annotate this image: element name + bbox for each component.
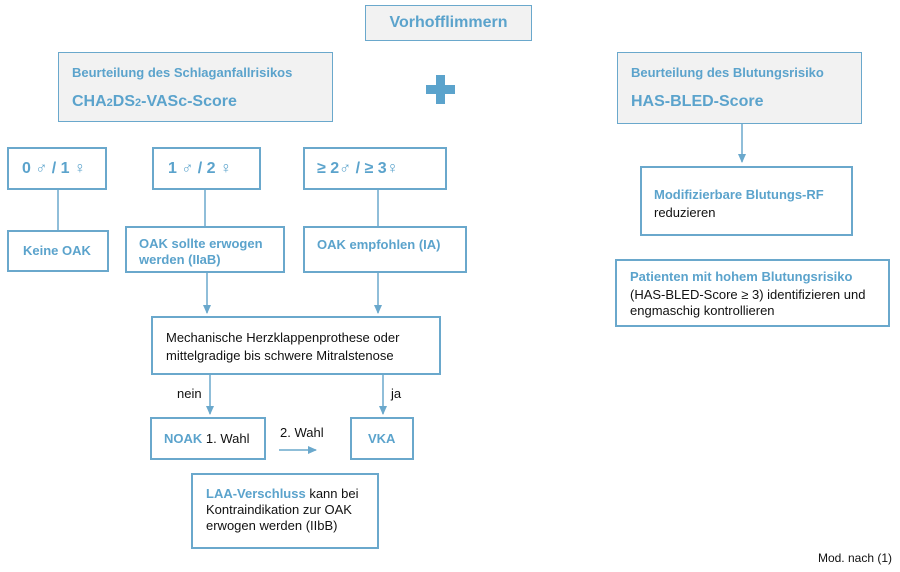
noak-bold: NOAK (164, 430, 203, 446)
plus-label: + (440, 80, 441, 81)
noak-text: NOAK 1. Wahl (164, 431, 250, 447)
laa-bold: LAA-Verschluss (206, 486, 306, 501)
cha2ds2-vasc-score: CHA2DS2-VASc-Score (72, 93, 237, 110)
vka-text: VKA (368, 430, 396, 446)
title-box: Vorhofflimmern (365, 5, 532, 41)
category-box-3: ≥ 2♂ / ≥ 3♀ (303, 147, 447, 190)
footnote: Mod. nach (1) (817, 551, 892, 565)
page-title: Vorhofflimmern (389, 14, 508, 31)
bleeding-risk-heading: Beurteilung des Blutungsrisiko (631, 65, 824, 80)
result-oak-empfohlen: OAK empfohlen (IA) (317, 237, 441, 252)
noak-rest: 1. Wahl (205, 430, 250, 446)
answer-no-label: nein (177, 386, 202, 401)
vka-box: VKA (350, 417, 414, 460)
laa-text: LAA-Verschluss kann bei Kontraindikation… (206, 486, 369, 534)
category-label-3: ≥ 2♂ / ≥ 3♀ (317, 159, 399, 177)
question-text: Mechanische Herzklappenprothese oder mit… (166, 330, 400, 363)
category-box-1: 0 ♂ / 1 ♀ (7, 147, 107, 190)
laa-box: LAA-Verschluss kann bei Kontraindikation… (191, 473, 379, 549)
high-risk-box: Patienten mit hohem Blutungsrisiko (HAS-… (615, 259, 890, 327)
second-choice-label: 2. Wahl (280, 425, 324, 440)
result-box-oak-empfohlen: OAK empfohlen (IA) (303, 226, 467, 273)
stroke-risk-box: Beurteilung des Schlaganfallrisikos CHA2… (58, 52, 333, 122)
has-bled-score: HAS-BLED-Score (631, 93, 764, 110)
category-label-2: 1 ♂ / 2 ♀ (168, 159, 233, 177)
modifiable-rf-box: Modifizierbare Blutungs-RF reduzieren (640, 166, 853, 236)
high-risk-rest: (HAS-BLED-Score ≥ 3) identifizieren und … (630, 287, 866, 318)
category-label-1: 0 ♂ / 1 ♀ (22, 159, 87, 177)
laa-rest: kann bei Kontraindikation zur OAK erwoge… (206, 486, 359, 533)
result-box-keine-oak: Keine OAK (7, 230, 109, 272)
modifiable-rf-bold: Modifizierbare Blutungs-RF (654, 187, 824, 202)
question-box: Mechanische Herzklappenprothese oder mit… (151, 316, 441, 375)
result-oak-erwogen: OAK sollte erwogen werden (IIaB) (139, 236, 263, 267)
bleeding-risk-box: Beurteilung des Blutungsrisiko HAS-BLED-… (617, 52, 862, 124)
stroke-risk-heading: Beurteilung des Schlaganfallrisikos (72, 65, 293, 80)
result-keine-oak: Keine OAK (23, 243, 91, 258)
high-risk-bold: Patienten mit hohem Blutungsrisiko (630, 269, 853, 284)
noak-box: NOAK 1. Wahl (150, 417, 266, 460)
category-box-2: 1 ♂ / 2 ♀ (152, 147, 261, 190)
modifiable-rf-rest: reduzieren (654, 205, 716, 220)
answer-yes-label: ja (391, 386, 402, 401)
result-box-oak-erwogen: OAK sollte erwogen werden (IIaB) (125, 226, 285, 273)
